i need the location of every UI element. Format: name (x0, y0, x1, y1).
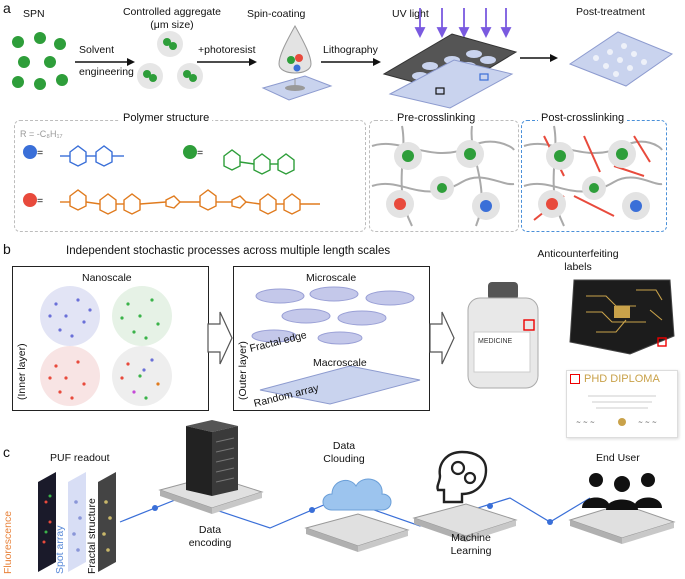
nanoscale-label: Nanoscale (82, 272, 132, 284)
arrow-post-treatment (520, 54, 558, 62)
anticounterfeiting-label: Anticounterfeiting (537, 248, 619, 260)
solvent-label: Solvent (79, 44, 115, 56)
data-encoding-line2: encoding (188, 537, 232, 549)
post-treatment-label: Post-treatment (576, 6, 645, 18)
phd-diploma-card (566, 370, 678, 438)
diploma-puf-marker (570, 374, 580, 384)
spin-coating-label: Spin-coating (247, 8, 306, 20)
server-icon (186, 420, 238, 496)
arrow-to-labels (429, 311, 455, 365)
nanoscale-illustration (40, 286, 172, 406)
engineering-label: engineering (79, 66, 134, 78)
arrow-to-microscale (207, 311, 233, 365)
medicine-bottle-illustration (467, 282, 539, 389)
data-encoding-line1: Data (198, 524, 222, 536)
r-group-formula: R = -C₈H₁₇ (20, 129, 63, 139)
panel-b-letter: b (3, 241, 11, 257)
spn-label: SPN (23, 8, 45, 20)
polymer-structure-title: Polymer structure (120, 112, 213, 124)
post-crosslinking-illustration (523, 125, 663, 227)
data-clouding-line2: Clouding (323, 453, 365, 465)
users-icon (582, 473, 662, 510)
machine-learning-line1: Machine (451, 532, 491, 544)
spot-array-label: Spot array (54, 525, 66, 574)
panel-c-letter: c (3, 444, 10, 460)
puf-readout-label: PUF readout (50, 452, 110, 464)
equals-red: = (37, 195, 44, 207)
cloud-platform (304, 513, 410, 552)
polymer-chemical-structures (23, 145, 320, 215)
spn-particles-illustration (12, 32, 68, 90)
post-treatment-film (568, 31, 674, 87)
microscale-macroscale-illustration (251, 286, 421, 405)
aggregate-illustration (137, 31, 203, 89)
machine-learning-line2: Learning (450, 545, 492, 557)
svg-text:~ ~ ~: ~ ~ ~ (576, 419, 595, 426)
fractal-structure-label: Fractal structure (86, 498, 98, 574)
brain-gear-icon (436, 450, 488, 504)
arrow-photoresist (197, 58, 257, 66)
arrow-solvent (75, 58, 135, 66)
uv-lithography-illustration (382, 8, 518, 109)
ml-platform (412, 503, 518, 542)
spin-coating-illustration (261, 24, 333, 101)
post-crosslinking-title: Post-crosslinking (538, 112, 628, 124)
medicine-text: MEDICINE (478, 338, 513, 345)
puf-readout-stack (38, 472, 116, 572)
size-note-label: (μm size) (150, 19, 194, 31)
outer-layer-label: (Outer layer) (237, 341, 249, 400)
photoresist-label: +photoresist (198, 44, 256, 56)
pre-crosslinking-illustration (371, 125, 515, 227)
equals-blue: = (37, 147, 44, 159)
panel-b-heading: Independent stochastic processes across … (66, 245, 391, 257)
inner-layer-label: (Inner layer) (16, 343, 28, 400)
panel-a-letter: a (3, 0, 11, 16)
data-clouding-line1: Data (332, 440, 356, 452)
end-user-platform (568, 503, 676, 544)
end-user-label: End User (596, 452, 640, 464)
cloud-icon (322, 478, 392, 511)
controlled-aggregate-label: Controlled aggregate (122, 6, 222, 18)
diploma-lines-illustration: ~ ~ ~ ~ ~ ~ (576, 395, 657, 426)
svg-text:~ ~ ~: ~ ~ ~ (638, 419, 657, 426)
arrow-lithography (321, 58, 381, 66)
pre-crosslinking-title: Pre-crosslinking (394, 112, 479, 124)
macroscale-label: Macroscale (313, 357, 367, 369)
equals-green: = (197, 147, 204, 159)
microscale-label: Microscale (306, 272, 357, 284)
circuit-board-illustration (569, 279, 675, 355)
phd-diploma-text: PHD DIPLOMA (584, 373, 660, 385)
labels-label: labels (564, 261, 592, 273)
fluorescence-label: Fluorescence (2, 510, 14, 574)
lithography-label: Lithography (323, 44, 378, 56)
